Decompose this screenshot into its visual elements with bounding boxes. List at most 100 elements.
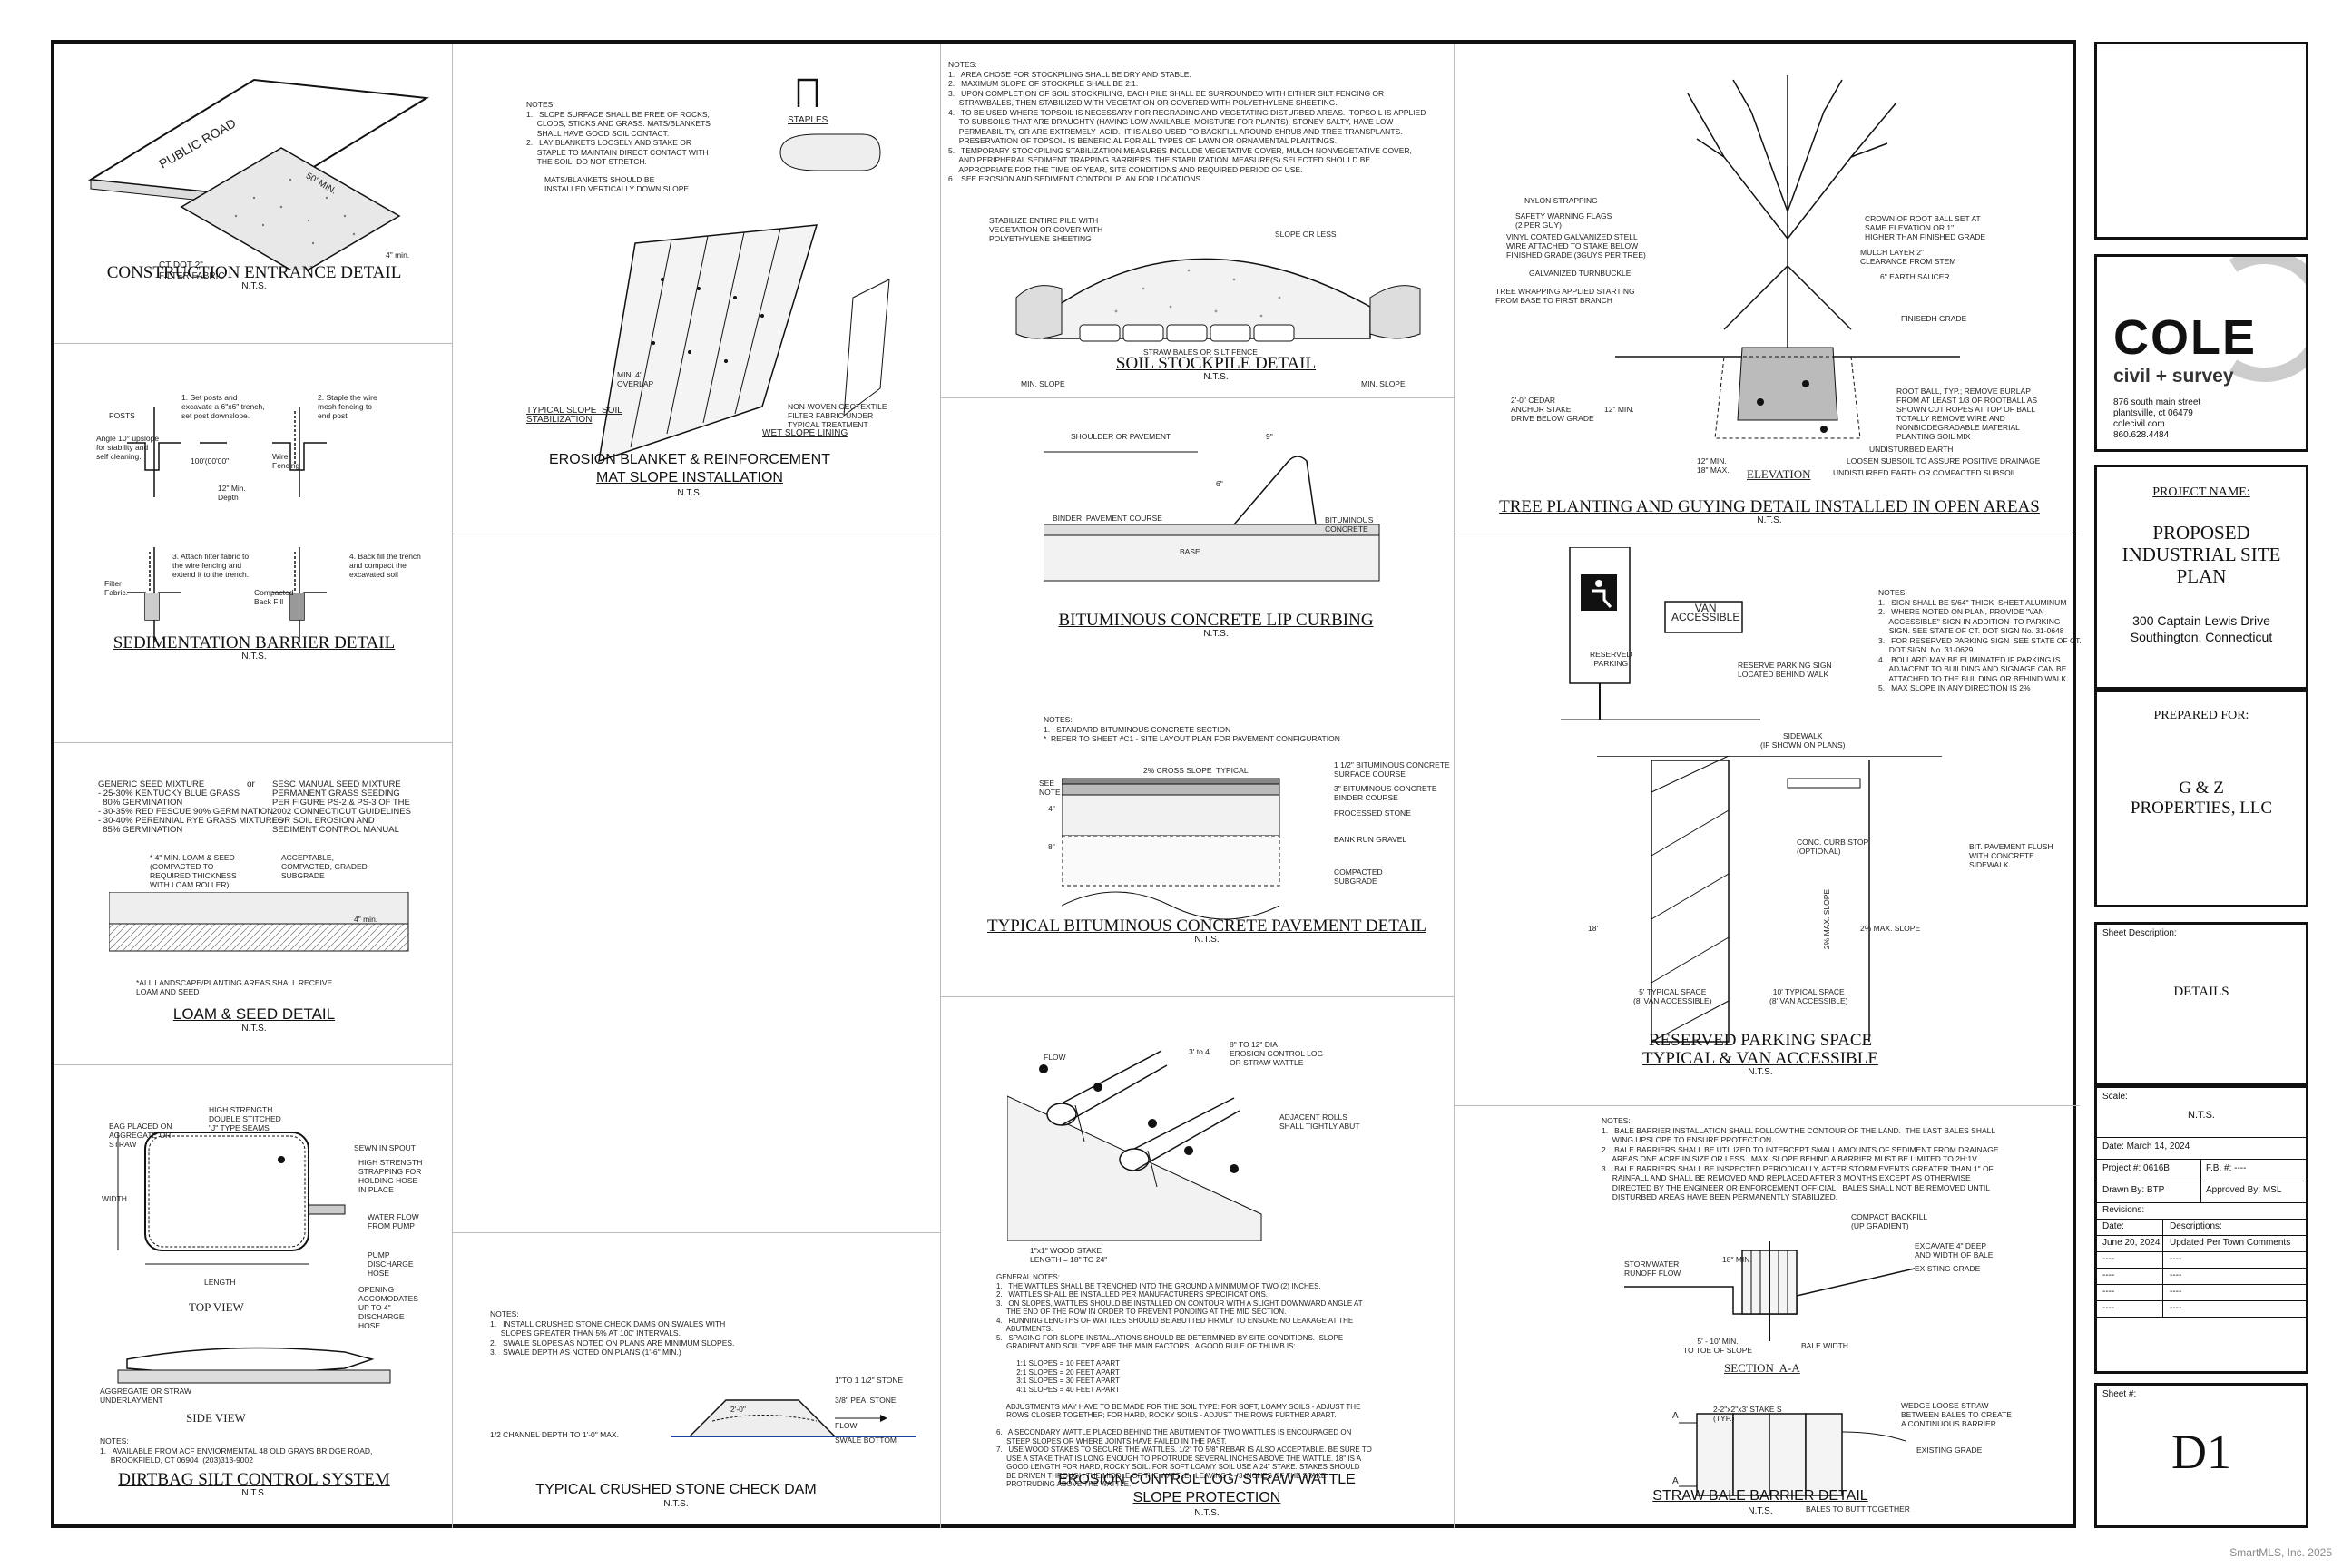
check-dam-notes: NOTES: 1. INSTALL CRUSHED STONE CHECK DA…: [490, 1309, 735, 1357]
binder-course-label: 3" BITUMINOUS CONCRETE BINDER COURSE: [1334, 784, 1437, 802]
stockpile-notes: NOTES: 1. AREA CHOSE FOR STOCKPILING SHA…: [948, 60, 1426, 183]
drawn-row: Drawn By: BTP Approved By: MSL: [2097, 1181, 2306, 1203]
length-dim: LENGTH: [204, 1278, 236, 1287]
bale-label: COMPACT BACKFILL (UP GRADIENT): [1851, 1212, 1928, 1230]
side-view-label: SIDE VIEW: [186, 1411, 246, 1425]
section-label: SECTION A-A: [1724, 1361, 1800, 1375]
detail-title: TREE PLANTING AND GUYING DETAIL INSTALLE…: [1499, 497, 2040, 516]
detail-title: LOAM & SEED DETAIL: [172, 1005, 336, 1023]
curb-stop-label: CONC. CURB STOP (OPTIONAL): [1797, 838, 1869, 856]
tree-label: 12" MIN. 18" MAX.: [1697, 456, 1730, 475]
revisions-header: Date: Descriptions:: [2097, 1219, 2306, 1236]
loam-section: [109, 892, 409, 952]
vertical-label: MATS/BLANKETS SHOULD BE INSTALLED VERTIC…: [544, 175, 690, 193]
sheet-description: DETAILS: [2173, 985, 2230, 999]
project-label: PROJECT NAME:: [2152, 485, 2250, 499]
depth-dim: 4" min.: [386, 250, 410, 260]
reserve-sign-label: RESERVE PARKING SIGN LOCATED BEHIND WALK: [1738, 661, 1832, 679]
tree-label: VINYL COATED GALVANIZED STELL WIRE ATTAC…: [1506, 232, 1646, 260]
logo-word: COLE: [2113, 310, 2258, 365]
sheet-number-label: Sheet #:: [2102, 1389, 2137, 1399]
min-slope-left: MIN. SLOPE: [1021, 379, 1065, 388]
parking-notes: NOTES: 1. SIGN SHALL BE 5/64" THICK SHEE…: [1878, 588, 2082, 692]
rev-date: ----: [2102, 1303, 2115, 1313]
tree-label: CROWN OF ROOT BALL SET AT SAME ELEVATION…: [1865, 214, 1986, 241]
height-dim: 6": [1216, 479, 1223, 488]
firm-address: 876 south main street plantsville, ct 06…: [2113, 397, 2201, 440]
fabric-label: FILTER FABRIC: [159, 271, 225, 281]
overlap-label: MIN. 4" OVERLAP: [617, 370, 654, 388]
abut-label: ADJACENT ROLLS SHALL TIGHTLY ABUT: [1279, 1112, 1360, 1131]
tree-label: SAFETY WARNING FLAGS (2 PER GUY): [1515, 211, 1612, 230]
rev-date-header: Date:: [2102, 1221, 2124, 1231]
top-view-label: TOP VIEW: [189, 1300, 244, 1314]
stake-label: 1"x1" WOOD STAKE LENGTH = 18" TO 24": [1030, 1246, 1108, 1264]
posts-label: POSTS: [109, 411, 135, 420]
logo-subtitle: civil + survey: [2113, 366, 2234, 387]
spout-label: SEWN IN SPOUT: [354, 1143, 416, 1152]
rev-desc: ----: [2170, 1287, 2182, 1297]
rev-desc: ----: [2170, 1303, 2182, 1313]
tree-label: PLANTING SOIL MIX: [1896, 432, 1971, 441]
drawn-by: Drawn By: BTP: [2102, 1185, 2165, 1195]
prepared-label: PREPARED FOR:: [2153, 709, 2249, 722]
bale-label: BALES TO BUTT TOGETHER: [1806, 1504, 1910, 1514]
stockpile-drawing: [1015, 258, 1421, 342]
flow-label: FLOW: [1044, 1053, 1066, 1062]
thickness-dim: 4" min.: [354, 915, 378, 924]
revision-row: --------: [2097, 1268, 2306, 1285]
detail-title: DIRTBAG SILT CONTROL SYSTEM: [118, 1470, 390, 1489]
see-note-label: SEE NOTE: [1039, 779, 1061, 797]
bale-label: 5' - 10' MIN. TO TOE OF SLOPE: [1683, 1337, 1753, 1355]
revision-col-divider: [2162, 1219, 2163, 1317]
wattle-drawing: [1007, 1050, 1262, 1241]
nts-label: N.T.S.: [241, 1024, 267, 1034]
shoulder-label: SHOULDER OR PAVEMENT: [1071, 432, 1171, 441]
drawing-sheet: PUBLIC ROAD 50' MIN. 4" min. CT DOT 2" F…: [51, 40, 2082, 1528]
project-number: Project #: 0616B: [2102, 1163, 2170, 1173]
bale-label: 2-2"x2"x3' STAKE S (TYP.): [1713, 1405, 1782, 1423]
nts-label: N.T.S.: [1194, 935, 1220, 945]
detail-title: CONSTRUCTION ENTRANCE DETAIL: [106, 263, 402, 282]
step4-label: 4. Back fill the trench and compact the …: [349, 552, 421, 579]
elevation-label: ELEVATION: [1747, 467, 1811, 481]
detail-title-line1: EROSION BLANKET & REINFORCEMENT: [549, 452, 830, 467]
aisle-width-dim: 10' TYPICAL SPACE (8' VAN ACCESSIBLE): [1769, 987, 1848, 1005]
tree-label: MULCH LAYER 2" CLEARANCE FROM STEM: [1860, 248, 1956, 266]
date-row: Date: March 14, 2024: [2097, 1137, 2306, 1160]
watermark-footer: SmartMLS, Inc. 2025: [2230, 1546, 2332, 1559]
stone-size-label: 1"TO 1 1/2" STONE: [835, 1376, 904, 1385]
bale-notes: NOTES: 1. BALE BARRIER INSTALLATION SHAL…: [1602, 1116, 1999, 1201]
project-block: PROJECT NAME: PROPOSED INDUSTRIAL SITE P…: [2094, 465, 2308, 690]
rev-desc: ----: [2170, 1270, 2182, 1280]
parking-sign-drawing: [1561, 547, 1760, 720]
generic-mixture: GENERIC SEED MIXTURE - 25-30% KENTUCKY B…: [98, 779, 284, 835]
revision-row: ---- ----: [2097, 1300, 2306, 1318]
revision-blank: [2097, 1317, 2306, 1372]
width-dim: WIDTH: [102, 1194, 127, 1203]
processed-stone-label: PROCESSED STONE: [1334, 808, 1411, 818]
tree-label: FINISEDH GRADE: [1901, 314, 1967, 323]
firm-logo-block: COLE civil + survey 876 south main stree…: [2094, 254, 2308, 452]
grid-divider: [54, 343, 452, 344]
slope-label: SLOPE OR LESS: [1275, 230, 1337, 239]
subgrade-label: ACCEPTABLE, COMPACTED, GRADED SUBGRADE: [281, 853, 368, 880]
grid-divider: [54, 742, 452, 743]
project-address: 300 Captain Lewis Drive Southington, Con…: [2130, 613, 2273, 644]
dirtbag-notes: NOTES: 1. AVAILABLE FROM ACF ENVIORMENTA…: [100, 1436, 373, 1465]
staple-drawing: [779, 78, 881, 172]
tree-label: ROOT BALL, TYP.; REMOVE BURLAP FROM AT L…: [1896, 387, 2038, 432]
detail-title-line2: MAT SLOPE INSTALLATION: [596, 470, 783, 485]
depth-dim: 12" Min. Depth: [218, 484, 246, 502]
slope-label-vertical: 2% MAX. SLOPE: [1822, 888, 1832, 950]
grid-divider: [940, 44, 941, 1528]
sesc-mixture: SESC MANUAL SEED MIXTURE PERMANENT GRASS…: [272, 779, 411, 835]
width-dim: 9": [1266, 432, 1273, 441]
opening-label: OPENING ACCOMODATES UP TO 4" DISCHARGE H…: [358, 1285, 418, 1330]
rev-desc: ----: [2170, 1254, 2182, 1264]
grid-divider: [54, 1064, 452, 1065]
binder-label: BINDER PAVEMENT COURSE: [1053, 514, 1162, 523]
waterflow-label: WATER FLOW FROM PUMP: [368, 1212, 419, 1230]
bale-label: 18" MIN.: [1722, 1255, 1752, 1264]
stone-depth: 4": [1048, 804, 1055, 813]
